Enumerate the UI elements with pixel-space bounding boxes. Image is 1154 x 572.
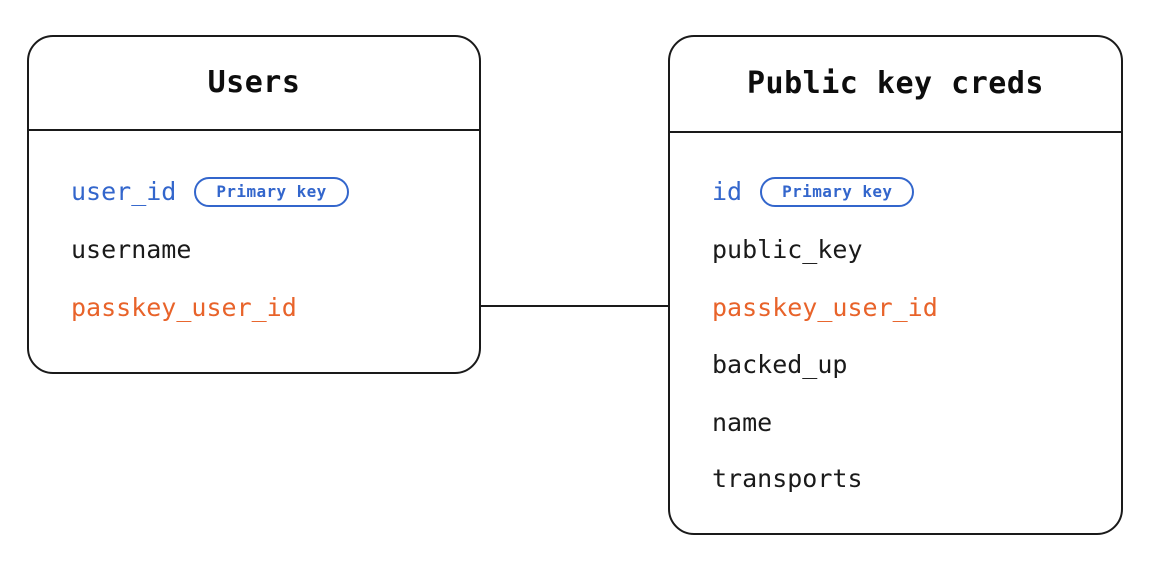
field-row[interactable]: username xyxy=(71,235,191,265)
field-row[interactable]: name xyxy=(712,408,772,438)
field-row[interactable]: passkey_user_id xyxy=(712,293,938,323)
field-name: public_key xyxy=(712,235,863,264)
field-name: id xyxy=(712,177,743,206)
entity-header-divider-users xyxy=(27,129,481,131)
field-name: transports xyxy=(712,464,863,493)
entity-box-public-key-creds[interactable]: Public key creds id Primary key public_k… xyxy=(668,35,1123,535)
primary-key-badge: Primary key xyxy=(760,177,915,207)
primary-key-badge-label: Primary key xyxy=(216,182,327,201)
field-name: passkey_user_id xyxy=(712,293,938,322)
entity-header-divider-public-key-creds xyxy=(668,131,1123,133)
entity-box-users[interactable]: Users user_id Primary key username passk… xyxy=(27,35,481,374)
field-row[interactable]: id Primary key xyxy=(712,177,915,207)
field-row[interactable]: user_id Primary key xyxy=(71,177,349,207)
primary-key-badge: Primary key xyxy=(194,177,349,207)
field-name: user_id xyxy=(71,177,177,206)
field-name: passkey_user_id xyxy=(71,293,297,322)
primary-key-badge-label: Primary key xyxy=(782,182,893,201)
field-row[interactable]: backed_up xyxy=(712,350,847,380)
field-name: backed_up xyxy=(712,350,848,379)
entity-title-public-key-creds: Public key creds xyxy=(747,66,1044,101)
field-name: name xyxy=(712,408,773,437)
entity-title-users: Users xyxy=(207,65,301,100)
entity-field-list-users: user_id Primary key username passkey_use… xyxy=(29,129,479,372)
entity-header-public-key-creds: Public key creds xyxy=(670,37,1121,131)
relationship-connector-line xyxy=(481,305,670,307)
field-row[interactable]: transports xyxy=(712,464,863,494)
field-row[interactable]: passkey_user_id xyxy=(71,293,297,323)
field-name: username xyxy=(71,235,192,264)
field-row[interactable]: public_key xyxy=(712,235,863,265)
entity-header-users: Users xyxy=(29,37,479,129)
entity-field-list-public-key-creds: id Primary key public_key passkey_user_i… xyxy=(670,131,1121,533)
